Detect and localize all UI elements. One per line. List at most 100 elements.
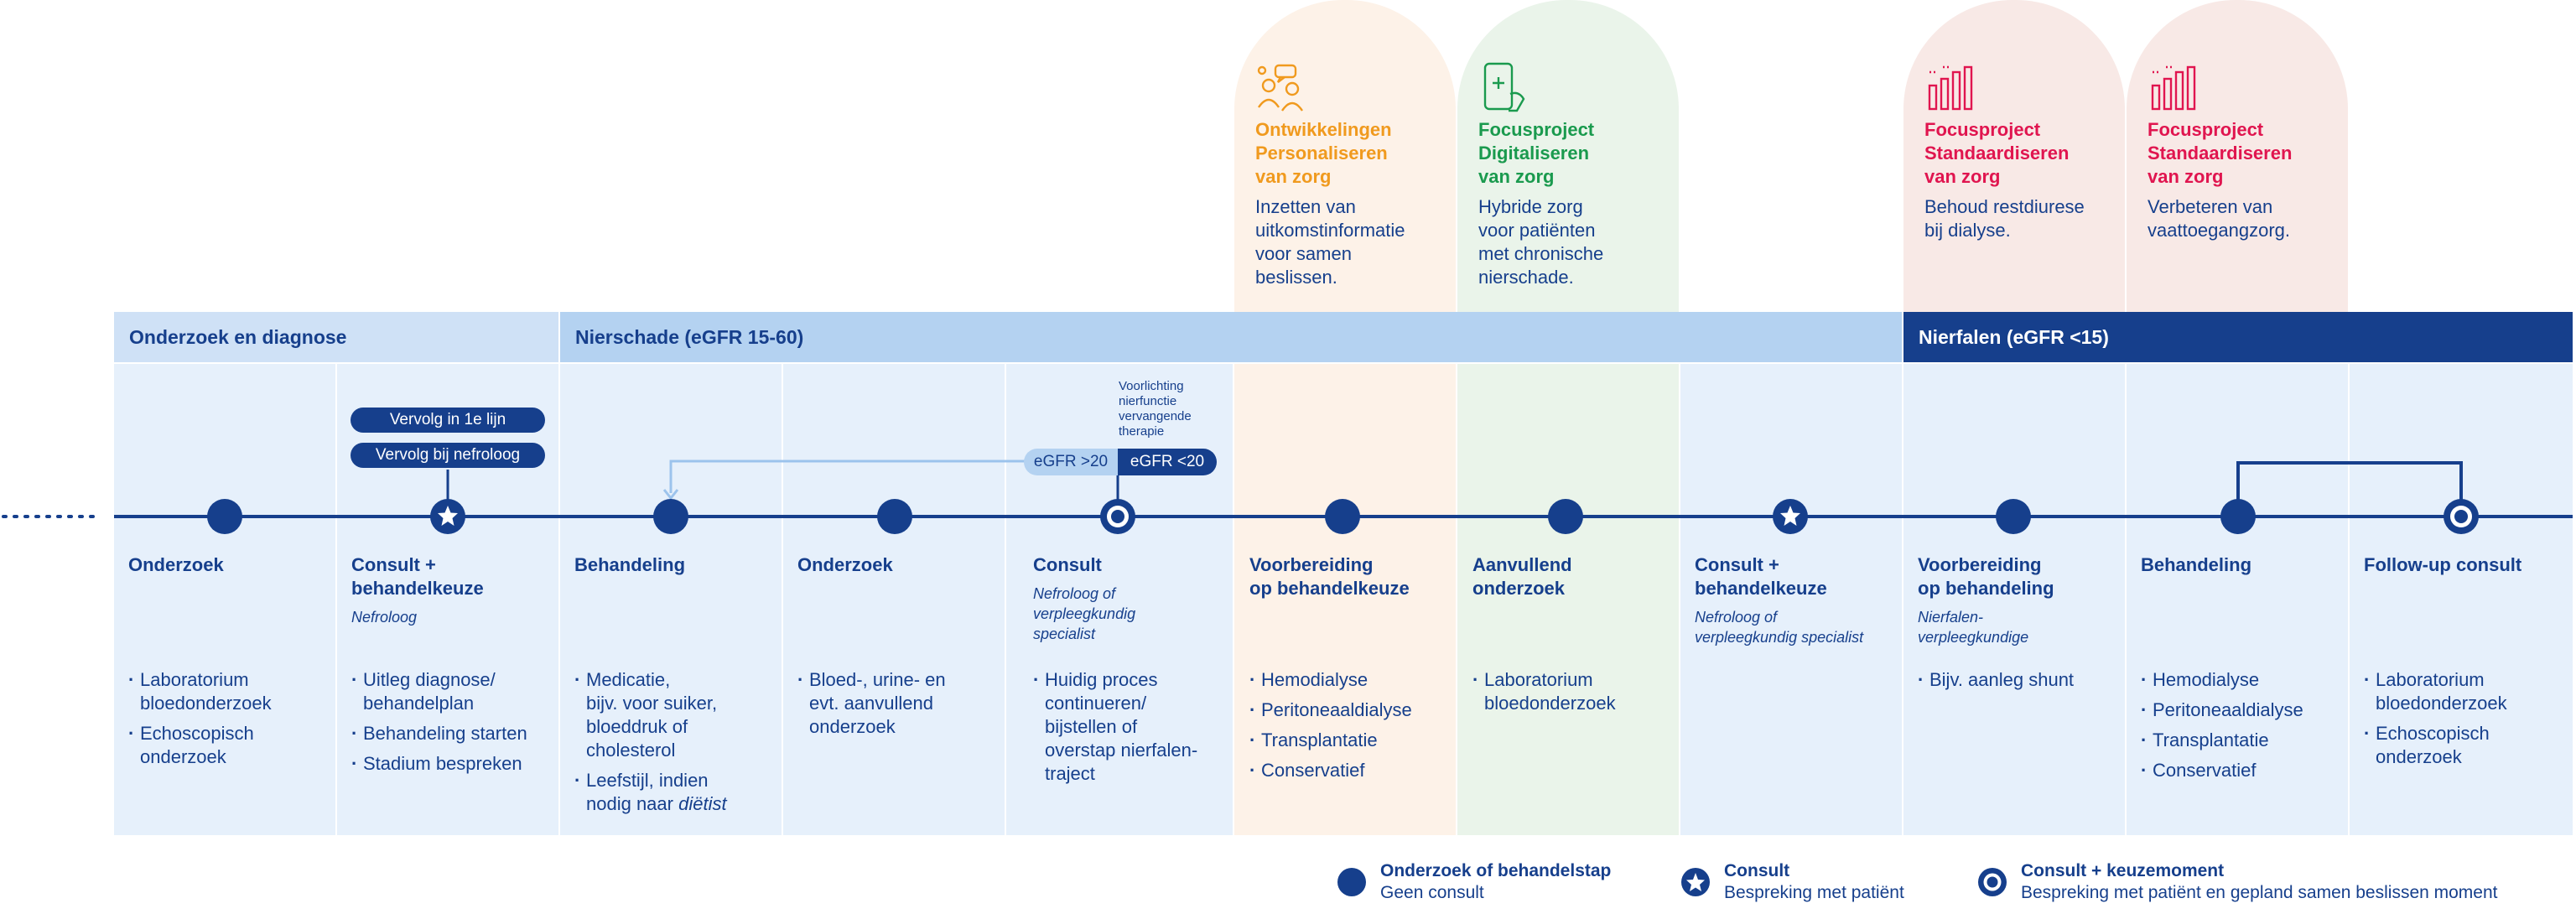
step-5: Consult Nefroloog of verpleegkundig spec… xyxy=(1033,553,1234,644)
star-circle-icon xyxy=(1681,868,1710,896)
step-subtitle: Nefroloog of verpleegkundig specialist xyxy=(1695,609,1864,646)
legend-subtitle: Geen consult xyxy=(1380,883,1484,902)
filled-circle-icon xyxy=(1337,868,1366,896)
list-item: Hemodialyse xyxy=(2141,668,2342,692)
step-1-bullets: Laboratorium bloedonderzoek Echoscopisch… xyxy=(128,668,330,776)
project-digitaliseren: Focusproject Digitaliseren van zorg Hybr… xyxy=(1478,60,1680,289)
legend-title: Consult + keuzemoment xyxy=(2021,861,2225,880)
step-4-bullets: Bloed-, urine- en evt. aanvullend onderz… xyxy=(797,668,999,745)
legend-consult-keuze: Consult + keuzemoment Bespreking met pat… xyxy=(1977,860,2498,904)
step-title: Voorbereiding op behandelkeuze xyxy=(1249,554,1410,599)
list-item: Echoscopisch onderzoek xyxy=(2364,722,2565,769)
list-item: Laboratorium bloedonderzoek xyxy=(128,668,330,715)
arch-digitaliseren xyxy=(1457,0,1679,312)
legend-subtitle: Bespreking met patiënt en gepland samen … xyxy=(2021,883,2498,902)
list-item: Echoscopisch onderzoek xyxy=(128,722,330,769)
phone-medical-icon xyxy=(1483,62,1525,112)
step-subtitle: Nefroloog xyxy=(351,609,418,626)
pill-egfr-gt20: eGFR >20 xyxy=(1024,449,1118,475)
step-8: Consult + behandelkeuze Nefroloog of ver… xyxy=(1695,553,1896,647)
list-item: Transplantatie xyxy=(1249,729,1451,752)
project-standaardiseren-1: Focusproject Standaardiseren van zorg Be… xyxy=(1924,60,2126,242)
step-10: Behandeling xyxy=(2141,553,2342,577)
step-5-bullets: Huidig proces continueren/ bijstellen of… xyxy=(1033,668,1234,792)
step-7: Aanvullend onderzoek xyxy=(1472,553,1674,600)
list-item: Uitleg diagnose/ behandelplan xyxy=(351,668,553,715)
step-11-bullets: Laboratorium bloedonderzoek Echoscopisch… xyxy=(2364,668,2565,776)
legend-onderzoek: Onderzoek of behandelstap Geen consult xyxy=(1337,860,1611,904)
column-9 xyxy=(1903,364,2125,835)
ring-circle-icon xyxy=(1978,868,2007,896)
step-10-bullets: Hemodialyse Peritoneaaldialyse Transplan… xyxy=(2141,668,2342,789)
step-title: Consult + behandelkeuze xyxy=(1695,554,1827,599)
step-subtitle: Nefroloog of verpleegkundig specialist xyxy=(1033,585,1136,642)
project-desc: Inzetten van uitkomstinformatie voor sam… xyxy=(1255,196,1405,288)
list-item: Huidig proces continueren/ bijstellen of… xyxy=(1033,668,1234,786)
step-7-bullets: Laboratorium bloedonderzoek xyxy=(1472,668,1674,722)
legend-title: Consult xyxy=(1724,861,1790,880)
step-title: Aanvullend onderzoek xyxy=(1472,554,1572,599)
step-title: Onderzoek xyxy=(128,554,224,575)
list-item: Laboratorium bloedonderzoek xyxy=(1472,668,1674,715)
step-6: Voorbereiding op behandelkeuze xyxy=(1249,553,1451,600)
step-2-bullets: Uitleg diagnose/ behandelplan Behandelin… xyxy=(351,668,553,782)
column-8 xyxy=(1680,364,1902,835)
arch-standaardiseren-2 xyxy=(2127,0,2348,312)
arch-standaardiseren-1 xyxy=(1903,0,2125,312)
project-desc: Verbeteren van vaattoegangzorg. xyxy=(2148,196,2291,241)
pill-vervolg-1e-lijn: Vervolg in 1e lijn xyxy=(351,408,545,433)
step-title: Voorbereiding op behandeling xyxy=(1918,554,2054,599)
legend-title: Onderzoek of behandelstap xyxy=(1380,861,1612,880)
step-subtitle: Nierfalen- verpleegkundige xyxy=(1918,609,2029,646)
bar-chart-icon xyxy=(1928,65,1973,111)
project-title: Focusproject Standaardiseren van zorg xyxy=(1924,119,2070,187)
pill-vervolg-nefroloog: Vervolg bij nefroloog xyxy=(351,443,545,468)
phase-nierfalen: Nierfalen (eGFR <15) xyxy=(1903,312,2573,362)
list-item: Peritoneaaldialyse xyxy=(1249,698,1451,722)
phase-nierschade: Nierschade (eGFR 15-60) xyxy=(560,312,1902,362)
step-title: Behandeling xyxy=(2141,554,2252,575)
step-6-bullets: Hemodialyse Peritoneaaldialyse Transplan… xyxy=(1249,668,1451,789)
column-10 xyxy=(2127,364,2348,835)
step-2: Consult + behandelkeuze Nefroloog xyxy=(351,553,553,627)
people-chat-icon xyxy=(1257,64,1303,112)
column-6 xyxy=(1234,364,1456,835)
project-desc: Behoud restdiurese bij dialyse. xyxy=(1924,196,2085,241)
column-7 xyxy=(1457,364,1679,835)
list-item: Laboratorium bloedonderzoek xyxy=(2364,668,2565,715)
project-desc: Hybride zorg voor patiënten met chronisc… xyxy=(1478,196,1604,288)
project-title: Focusproject Digitaliseren van zorg xyxy=(1478,119,1595,187)
step-3: Behandeling xyxy=(574,553,776,577)
list-item: Bijv. aanleg shunt xyxy=(1918,668,2119,692)
arch-personaliseren xyxy=(1234,0,1456,312)
list-item: Transplantatie xyxy=(2141,729,2342,752)
voorlichting-note: Voorlichting nierfunctie vervangende the… xyxy=(1119,379,1192,439)
pill-egfr-lt20: eGFR <20 xyxy=(1118,449,1217,475)
project-title: Focusproject Standaardiseren van zorg xyxy=(2148,119,2293,187)
project-standaardiseren-2: Focusproject Standaardiseren van zorg Ve… xyxy=(2148,60,2349,242)
phase-onderzoek-diagnose: Onderzoek en diagnose xyxy=(114,312,558,362)
list-item: Leefstijl, indien nodig naar diëtist xyxy=(574,769,776,816)
project-personaliseren: Ontwikkelingen Personaliseren van zorg I… xyxy=(1255,60,1457,289)
step-9-bullets: Bijv. aanleg shunt xyxy=(1918,668,2119,698)
legend-subtitle: Bespreking met patiënt xyxy=(1724,883,1904,902)
list-item: Conservatief xyxy=(1249,759,1451,782)
step-title: Onderzoek xyxy=(797,554,893,575)
step-9: Voorbereiding op behandeling Nierfalen- … xyxy=(1918,553,2119,647)
step-title: Consult xyxy=(1033,554,1102,575)
list-item: Hemodialyse xyxy=(1249,668,1451,692)
column-4 xyxy=(783,364,1005,835)
list-item: Medicatie, bijv. voor suiker, bloeddruk … xyxy=(574,668,776,762)
step-3-bullets: Medicatie, bijv. voor suiker, bloeddruk … xyxy=(574,668,776,823)
list-item: Peritoneaaldialyse xyxy=(2141,698,2342,722)
step-4: Onderzoek xyxy=(797,553,999,577)
legend-consult: Consult Bespreking met patiënt xyxy=(1680,860,1904,904)
list-item: Stadium bespreken xyxy=(351,752,553,776)
list-item: Bloed-, urine- en evt. aanvullend onderz… xyxy=(797,668,999,739)
bar-chart-icon xyxy=(2151,65,2196,111)
list-item: Behandeling starten xyxy=(351,722,553,745)
list-item: Conservatief xyxy=(2141,759,2342,782)
step-title: Consult + behandelkeuze xyxy=(351,554,484,599)
step-title: Follow-up consult xyxy=(2364,554,2522,575)
step-1: Onderzoek xyxy=(128,553,330,577)
